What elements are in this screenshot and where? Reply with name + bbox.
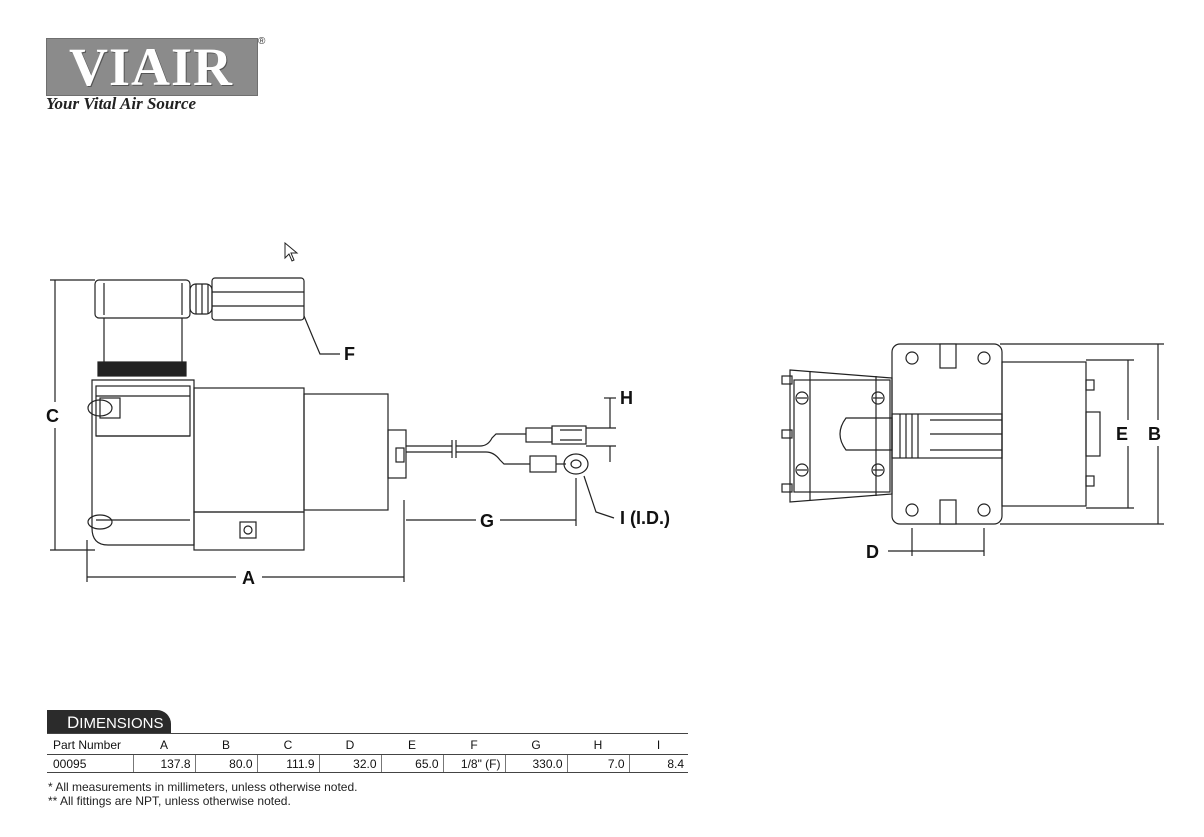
dimensions-table-title: DIMENSIONS [47,710,171,734]
label-i: I (I.D.) [620,508,670,528]
header-b: B [221,738,230,752]
header-f: F [470,738,478,752]
header-g: G [531,738,541,752]
label-c: C [46,406,59,426]
registered-mark: ® [258,36,266,47]
cell-f: 1/8" (F) [442,754,505,773]
cell-c: 111.9 [256,754,319,773]
note-fittings: ** All fittings are NPT, unless otherwis… [48,794,291,808]
label-h: H [620,388,633,408]
compressor-drawing: C A F G H I (I.D.) B E D [46,277,1164,588]
title-rest: IMENSIONS [79,715,164,732]
table-row: 00095 137.8 80.0 111.9 32.0 65.0 1/8" (F… [47,754,688,773]
cell-part-number: 00095 [47,754,133,773]
label-f: F [344,344,355,364]
cell-i: 8.4 [628,754,688,773]
header-h: H [593,738,603,752]
dimensions-title-text: DIMENSIONS [67,713,163,733]
side-view [50,277,616,582]
viair-logo: VIAIR ® Your Vital Air Source [46,36,268,114]
dimensions-table: Part Number A B C D E F G H I 00095 137.… [47,736,688,773]
mouse-cursor-icon [284,242,299,262]
header-d: D [345,738,355,752]
header-c: C [283,738,293,752]
cell-a: 137.8 [132,754,195,773]
end-view [781,343,1164,556]
label-e: E [1116,424,1128,444]
cell-g: 330.0 [504,754,567,773]
title-initial: D [67,713,80,732]
logo-tagline: Your Vital Air Source [46,94,197,113]
label-g: G [480,511,494,531]
cell-e: 65.0 [380,754,443,773]
label-a: A [242,568,255,588]
label-d: D [866,542,879,562]
table-top-rule [47,733,688,734]
header-i: I [656,738,661,752]
cell-d: 32.0 [318,754,381,773]
label-b: B [1148,424,1161,444]
note-measurements: * All measurements in millimeters, unles… [48,780,358,794]
logo-wordmark: VIAIR [68,37,234,97]
cell-h: 7.0 [566,754,629,773]
logo-background [46,38,258,96]
cell-b: 80.0 [194,754,257,773]
header-a: A [159,738,168,752]
header-part-number: Part Number [53,738,122,752]
table-header-row: Part Number A B C D E F G H I [47,736,688,755]
header-e: E [407,738,416,752]
